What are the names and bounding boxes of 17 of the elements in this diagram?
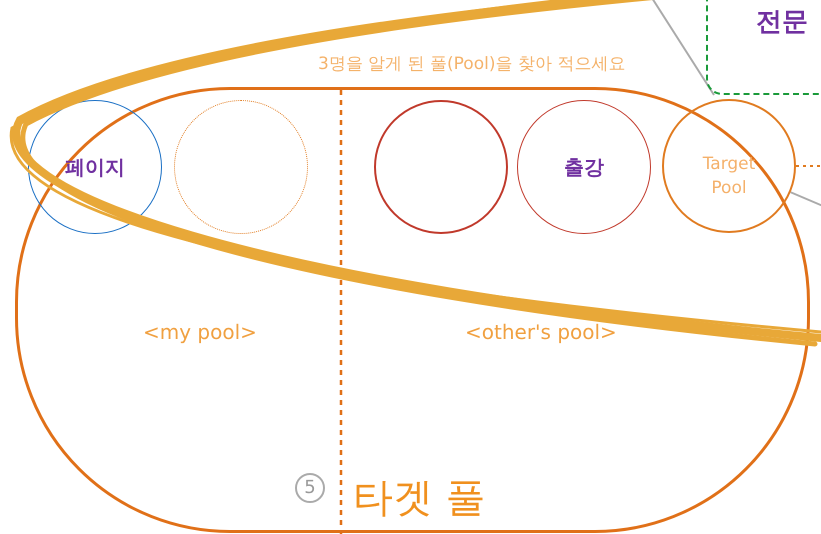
section-title: 타겟 풀 (353, 474, 486, 523)
node-label: 전문 (756, 6, 808, 39)
connector-line (790, 191, 821, 207)
pool-circle (517, 100, 651, 234)
expert-box (706, 0, 821, 95)
step-number: 5 (295, 473, 325, 503)
empty-pool-circle (174, 100, 308, 234)
node-label: 페이지 (65, 154, 125, 181)
instruction-text: 3명을 알게 된 풀(Pool)을 찾아 적으세요 (318, 53, 626, 75)
pool-circle (374, 100, 508, 234)
node-label: Target Pool (702, 153, 756, 200)
connector-line (651, 0, 715, 96)
pool-label: <other's pool> (465, 320, 617, 344)
node (15, 87, 810, 533)
connector-line (796, 165, 821, 167)
node-label: 출강 (564, 154, 604, 181)
pool-label: <my pool> (143, 320, 257, 344)
